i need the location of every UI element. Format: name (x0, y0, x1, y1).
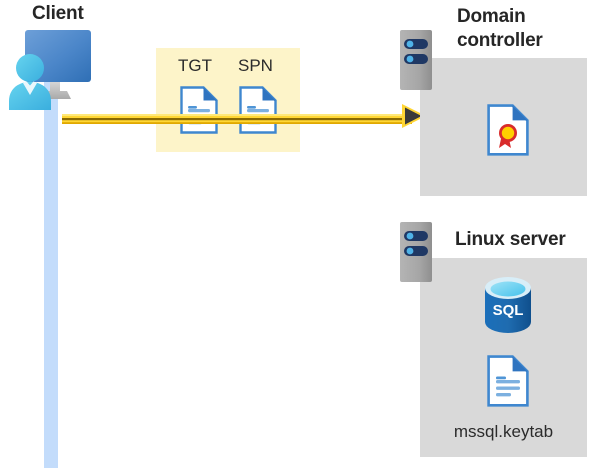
keytab-document-icon (487, 355, 529, 407)
sql-database-label: SQL (493, 302, 524, 319)
keytab-filename-label: mssql.keytab (453, 422, 554, 441)
linux-server-title: Linux server (455, 229, 566, 250)
linux-server-server-icon (400, 222, 432, 282)
spn-label: SPN (238, 56, 273, 75)
request-arrow-head (402, 104, 426, 128)
client-computer-user-icon (6, 28, 96, 110)
domain-controller-title: Domain controller (457, 6, 543, 51)
sql-database-icon: SQL (482, 277, 534, 333)
certificate-document-icon (487, 104, 529, 156)
spn-document-icon (239, 86, 277, 134)
tgt-label: TGT (178, 56, 212, 75)
request-arrow-line (62, 111, 412, 124)
client-lifeline (44, 60, 58, 468)
domain-controller-server-icon (400, 30, 432, 90)
client-title: Client (32, 3, 84, 24)
tgt-document-icon (180, 86, 218, 134)
